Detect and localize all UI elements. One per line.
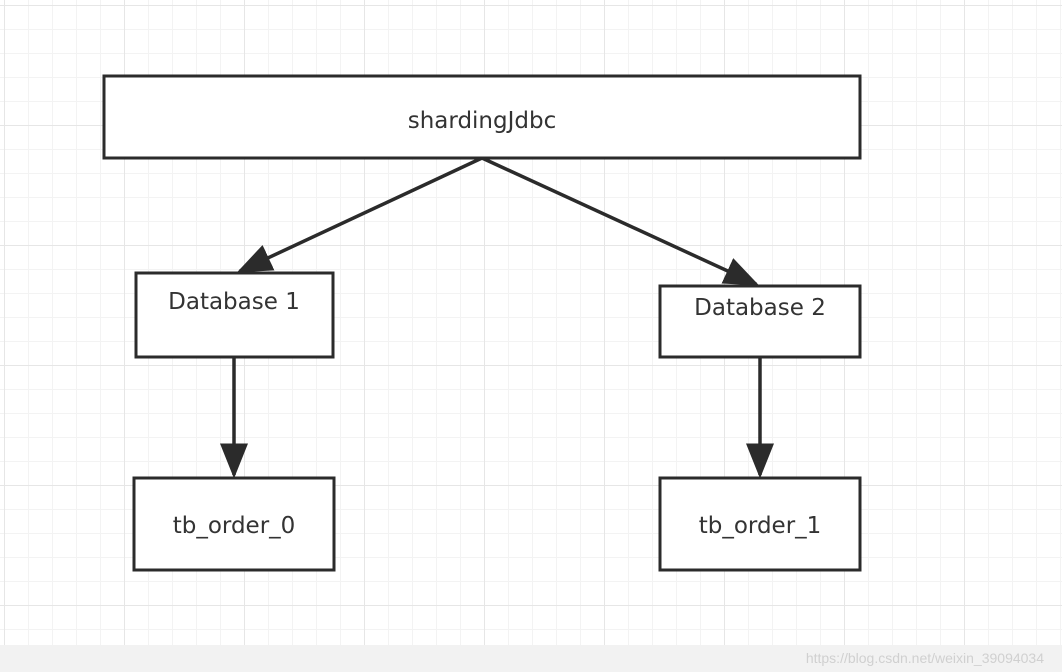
node-tb-order-0-label: tb_order_0 [173,513,296,539]
edge-sharding-to-db2 [481,156,760,286]
node-sharding-jdbc-label: shardingJdbc [408,108,557,134]
footer-strip: https://blog.csdn.net/weixin_39094034 [0,645,1062,672]
node-database-1[interactable]: Database 1 [134,271,335,359]
node-tb-order-1-label: tb_order_1 [699,513,822,539]
node-database-2-label: Database 2 [694,295,826,321]
node-database-1-label: Database 1 [168,289,300,315]
edges-group [220,156,774,479]
node-database-2[interactable]: Database 2 [658,284,862,359]
node-tb-order-0[interactable]: tb_order_0 [132,476,336,572]
diagram-canvas: shardingJdbc Database 1 Database 2 tb_or… [102,74,862,572]
watermark-text: https://blog.csdn.net/weixin_39094034 [805,650,1044,666]
edge-sharding-to-db1 [236,156,483,273]
node-tb-order-1[interactable]: tb_order_1 [658,476,862,572]
node-sharding-jdbc[interactable]: shardingJdbc [102,74,862,160]
